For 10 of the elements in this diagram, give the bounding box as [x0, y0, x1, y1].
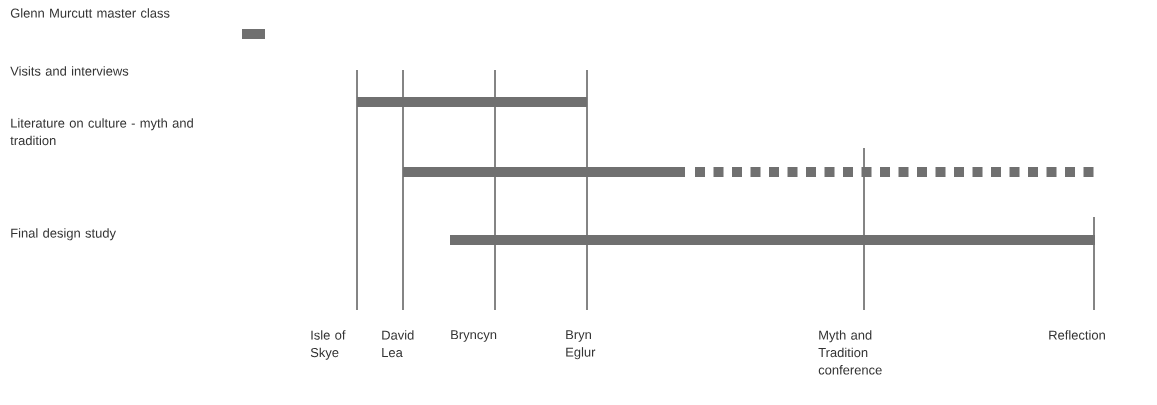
milestone-label: Isle of Skye [310, 330, 346, 360]
row-label: Glenn Murcutt master class [10, 8, 170, 18]
row-label: Final design study [11, 228, 116, 241]
milestone-label: Bryncyn [451, 330, 497, 342]
milestone-label: Reflection [1049, 330, 1105, 340]
milestone-label: Bryn Eglur [566, 330, 596, 360]
row-label: Visits and interviews [10, 66, 129, 76]
milestone-label: David Lea [382, 330, 414, 358]
row-label: Literature on culture - myth and tradition [10, 118, 193, 146]
milestone-label: Myth and Tradition conference [818, 330, 882, 375]
